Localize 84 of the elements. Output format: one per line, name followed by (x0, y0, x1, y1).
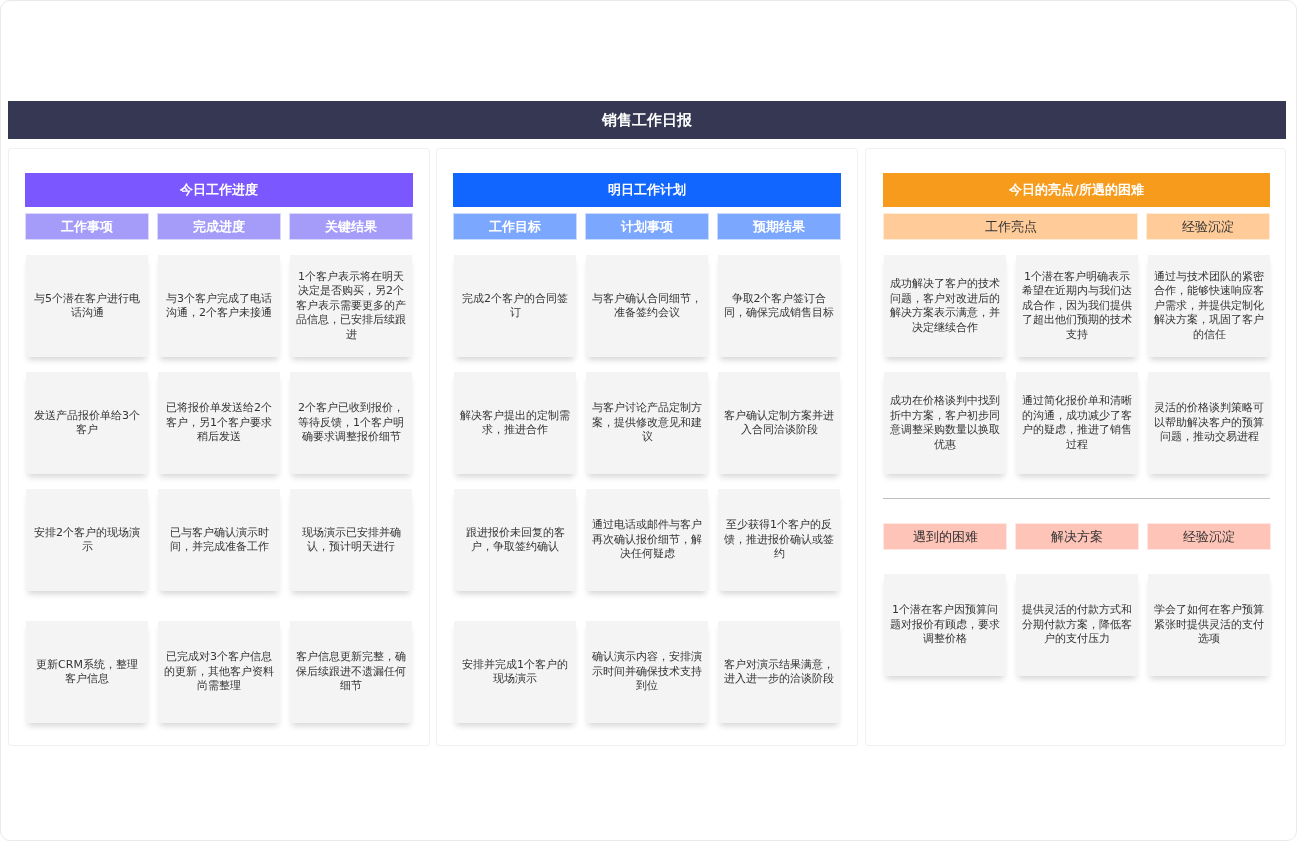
card-text: 已将报价单发送给2个客户，另1个客户要求稍后发送 (165, 401, 273, 445)
note-card (1016, 372, 1138, 474)
card-text: 通过电话或邮件与客户再次确认报价细节，解决任何疑虑 (591, 518, 703, 562)
section-header: 明日工作计划 (453, 173, 841, 207)
column-header: 经验沉淀 (1147, 523, 1271, 550)
note-card (884, 574, 1006, 676)
section-panel (8, 148, 430, 746)
card-text: 与客户确认合同细节，准备签约会议 (591, 291, 703, 321)
card-text: 1个潜在客户因预算问题对报价有顾虑，要求调整价格 (889, 603, 1001, 647)
card-text: 1个客户表示将在明天决定是否购买，另2个客户表示需要更多的产品信息，已安排后续跟进 (295, 269, 407, 343)
note-card (586, 489, 708, 591)
note-card (718, 621, 840, 723)
note-card (718, 372, 840, 474)
card-text: 发送产品报价单给3个客户 (33, 408, 141, 438)
note-card (26, 489, 148, 591)
card-text: 客户信息更新完整，确保后续跟进不遗漏任何细节 (295, 650, 407, 694)
section-header: 今日的亮点/所遇的困难 (883, 173, 1270, 207)
note-card (1148, 372, 1270, 474)
note-card (718, 489, 840, 591)
card-text: 提供灵活的付款方式和分期付款方案，降低客户的支付压力 (1021, 603, 1133, 647)
card-text: 确认演示内容，安排演示时间并确保技术支持到位 (591, 650, 703, 694)
card-text: 更新CRM系统，整理客户信息 (35, 657, 139, 687)
column-header: 经验沉淀 (1146, 213, 1270, 240)
card-text: 与客户讨论产品定制方案，提供修改意见和建议 (591, 401, 703, 445)
card-text: 与3个客户完成了电话沟通，2个客户未接通 (165, 291, 273, 321)
section-panel (436, 148, 858, 746)
card-text: 至少获得1个客户的反馈，推进报价确认或签约 (723, 518, 835, 562)
note-card (454, 255, 576, 357)
card-text: 学会了如何在客户预算紧张时提供灵活的支付选项 (1153, 603, 1265, 647)
card-text: 已完成对3个客户信息的更新，其他客户资料尚需整理 (163, 650, 275, 694)
column-header: 解决方案 (1015, 523, 1139, 550)
card-text: 解决客户提出的定制需求，推进合作 (459, 408, 571, 438)
card-text: 1个潜在客户明确表示希望在近期内与我们达成合作，因为我们提供了超出他们预期的技术支持 (1021, 269, 1133, 343)
note-card (454, 621, 576, 723)
card-text: 客户确认定制方案并进入合同洽谈阶段 (723, 408, 835, 438)
column-header: 关键结果 (289, 213, 413, 240)
section-header: 今日工作进度 (25, 173, 413, 207)
card-text: 2个客户已收到报价，等待反馈，1个客户明确要求调整报价细节 (297, 401, 405, 445)
note-card (290, 255, 412, 357)
column-header: 工作目标 (453, 213, 577, 240)
card-text: 成功解决了客户的技术问题，客户对改进后的解决方案表示满意，并决定继续合作 (889, 277, 1001, 335)
card-text: 跟进报价未回复的客户，争取签约确认 (464, 525, 566, 555)
column-header: 遇到的困难 (883, 523, 1007, 550)
card-text: 争取2个客户签订合同，确保完成销售目标 (723, 291, 835, 321)
column-header: 工作亮点 (883, 213, 1138, 240)
note-card (158, 255, 280, 357)
note-card (884, 372, 1006, 474)
column-header: 计划事项 (585, 213, 709, 240)
card-text: 通过与技术团队的紧密合作，能够快速响应客户需求，并提供定制化解决方案，巩固了客户的信任 (1153, 269, 1265, 343)
note-card (290, 372, 412, 474)
note-card (586, 255, 708, 357)
card-text: 灵活的价格谈判策略可以帮助解决客户的预算问题，推动交易进程 (1153, 401, 1265, 445)
note-card (158, 489, 280, 591)
section-panel (865, 148, 1286, 746)
note-card (158, 372, 280, 474)
note-card (1016, 255, 1138, 357)
note-card (290, 621, 412, 723)
note-card (718, 255, 840, 357)
note-card (26, 621, 148, 723)
card-text: 已与客户确认演示时间，并完成准备工作 (168, 525, 270, 555)
title-banner: 销售工作日报 (8, 101, 1286, 139)
card-text: 完成2个客户的合同签订 (461, 291, 569, 321)
card-text: 通过简化报价单和清晰的沟通，成功减少了客户的疑虑，推进了销售过程 (1021, 394, 1133, 452)
card-text: 安排2个客户的现场演示 (33, 525, 141, 555)
column-header: 完成进度 (157, 213, 281, 240)
note-card (586, 372, 708, 474)
note-card (454, 489, 576, 591)
card-text: 与5个潜在客户进行电话沟通 (33, 291, 141, 321)
column-header: 工作事项 (25, 213, 149, 240)
note-card (884, 255, 1006, 357)
note-card (454, 372, 576, 474)
note-card (1148, 255, 1270, 357)
note-card (26, 255, 148, 357)
card-text: 客户对演示结果满意，进入进一步的洽谈阶段 (723, 657, 835, 687)
note-card (586, 621, 708, 723)
note-card (26, 372, 148, 474)
card-text: 安排并完成1个客户的现场演示 (461, 657, 569, 687)
note-card (290, 489, 412, 591)
card-text: 现场演示已安排并确认，预计明天进行 (300, 525, 402, 555)
column-header: 预期结果 (717, 213, 841, 240)
note-card (1016, 574, 1138, 676)
note-card (1148, 574, 1270, 676)
note-card (158, 621, 280, 723)
card-text: 成功在价格谈判中找到折中方案，客户初步同意调整采购数量以换取优惠 (889, 394, 1001, 452)
